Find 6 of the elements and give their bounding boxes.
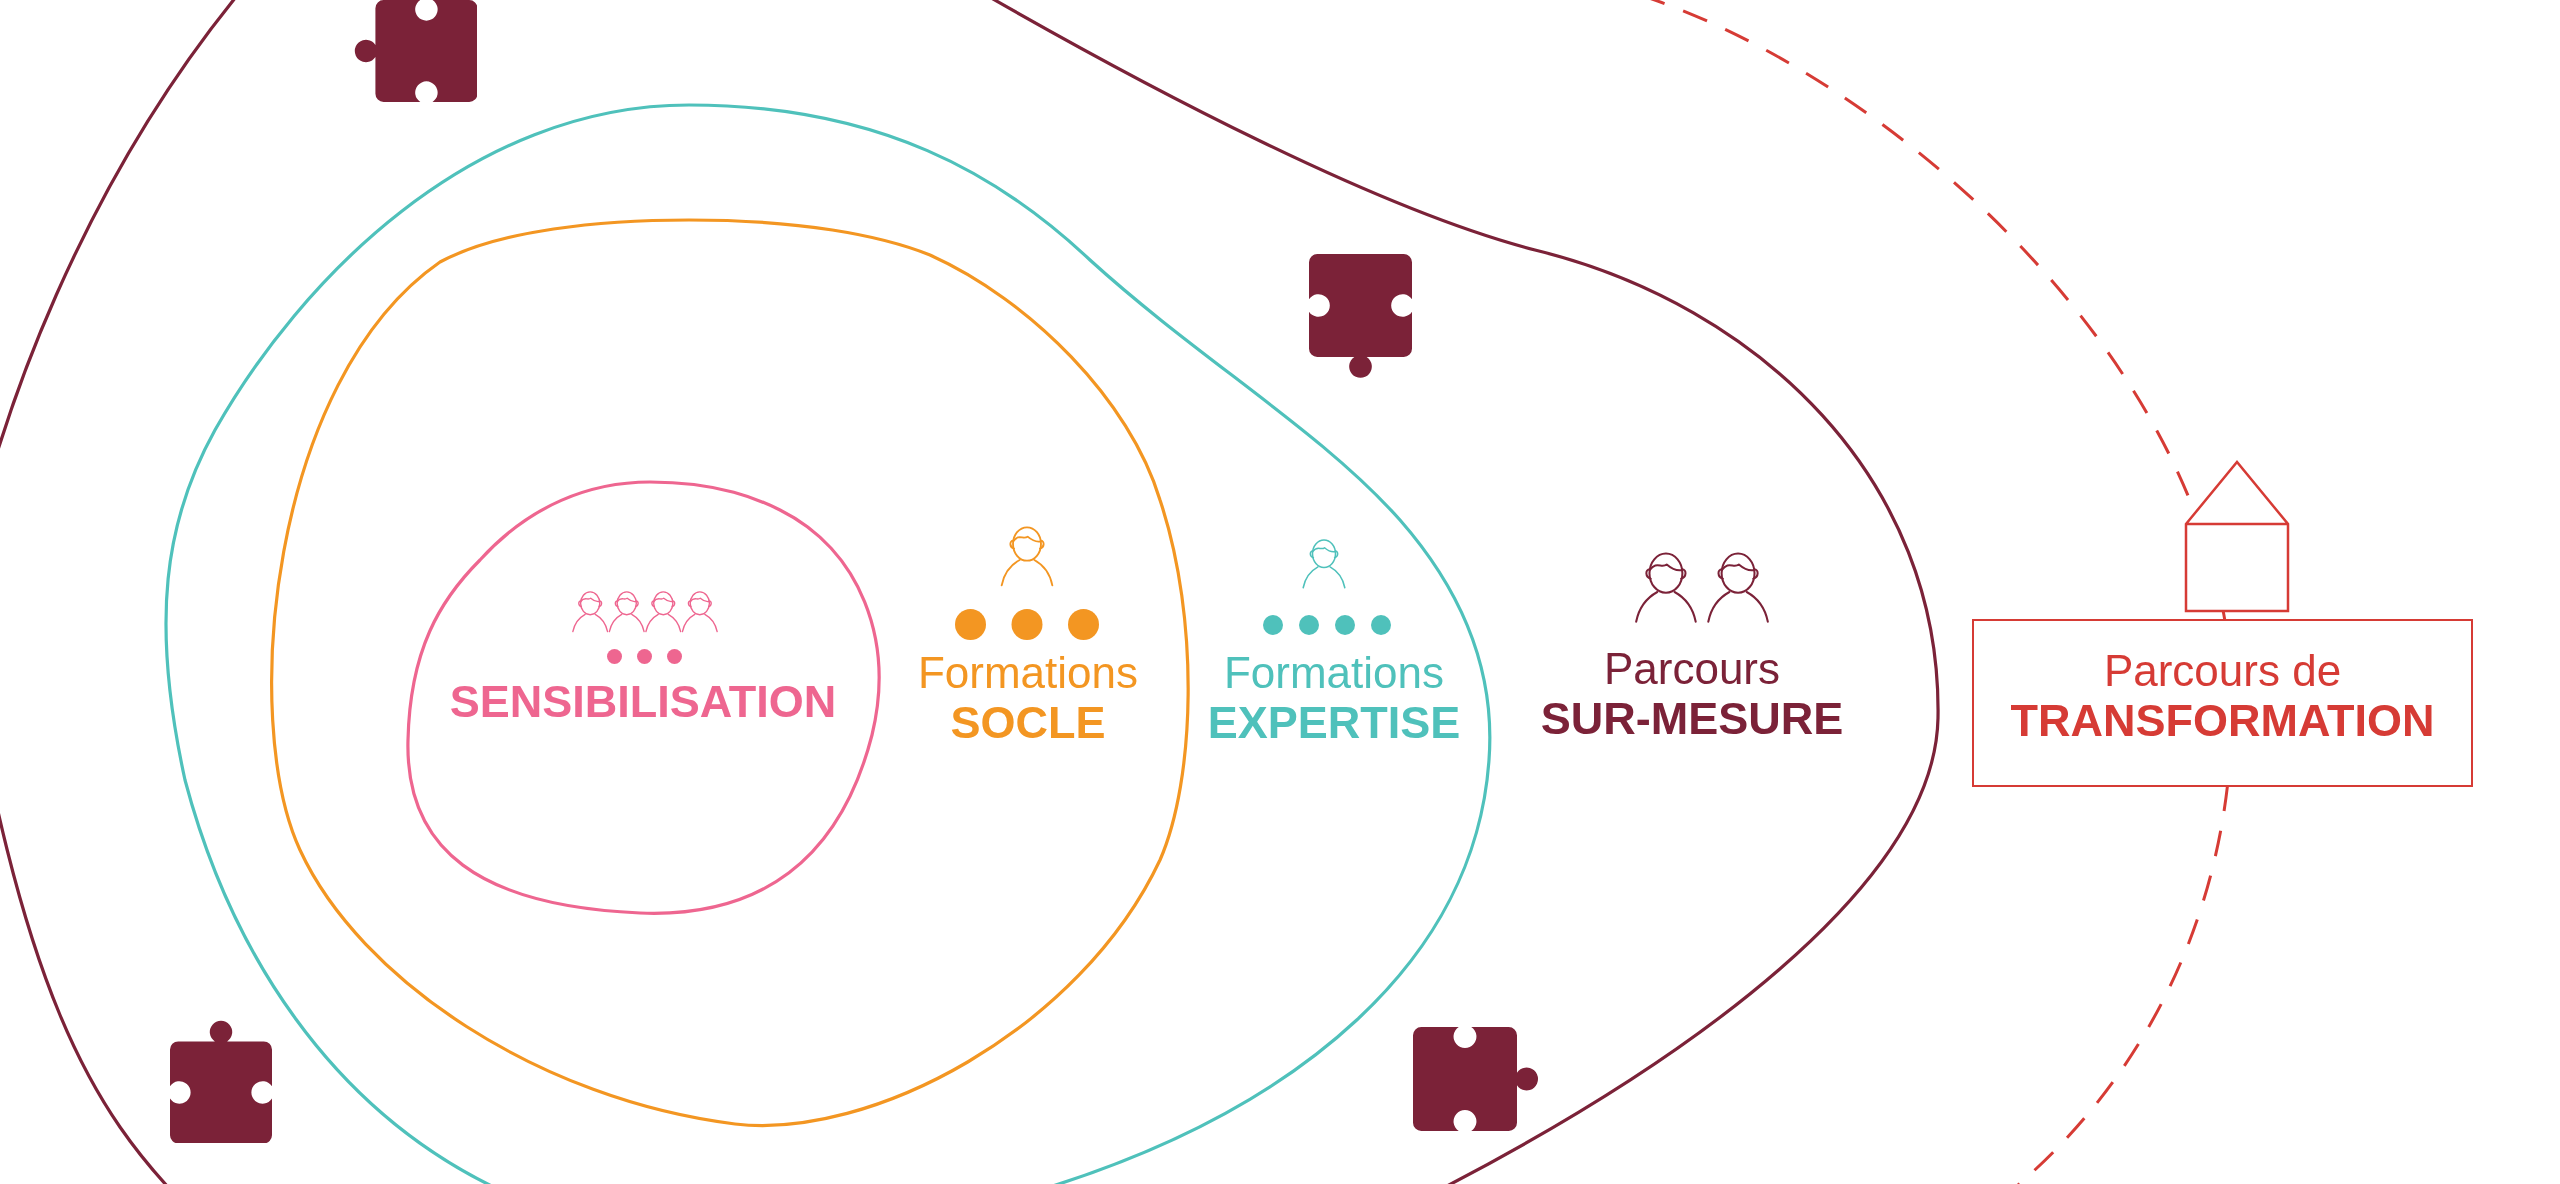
region-label: Formations EXPERTISE — [1207, 648, 1461, 748]
region-label: SENSIBILISATION — [449, 677, 837, 727]
framed-box — [1972, 619, 2473, 787]
region-label: Parcours SUR-MESURE — [1540, 644, 1844, 744]
box-label: Parcours de TRANSFORMATION — [2010, 646, 2435, 746]
region-label: Formations SOCLE — [917, 648, 1139, 748]
